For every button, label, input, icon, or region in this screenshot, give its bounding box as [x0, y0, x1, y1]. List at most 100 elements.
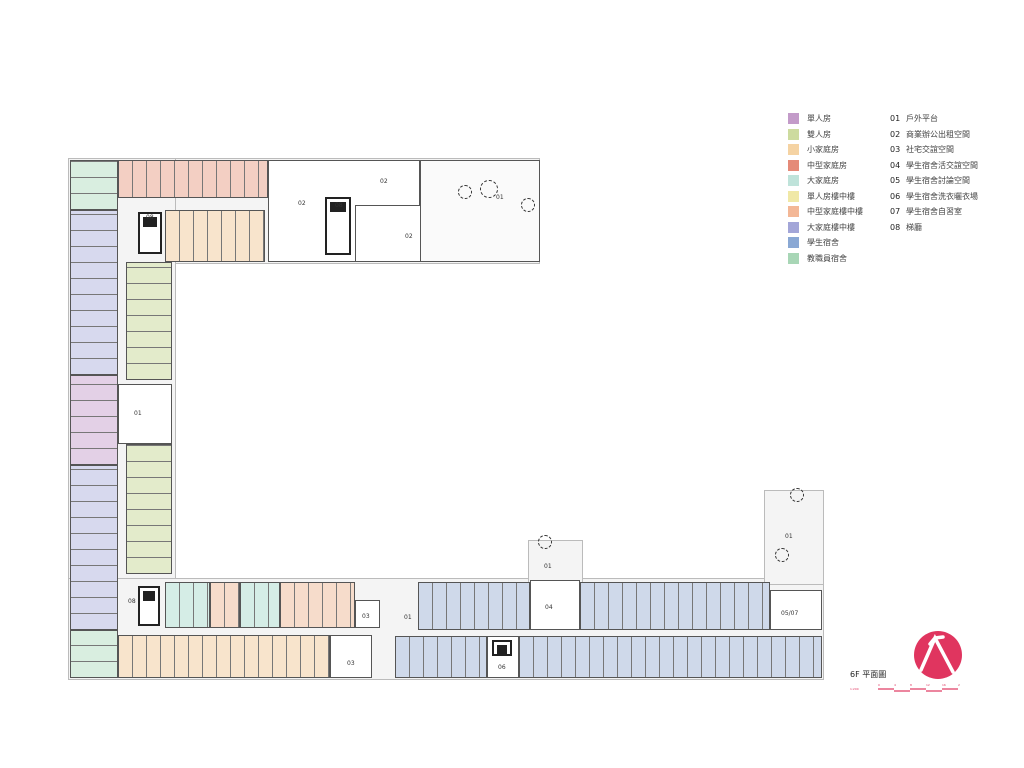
tree-icon: [521, 198, 535, 212]
legend-label: 學生宿舍活交誼空間: [906, 160, 978, 170]
tree-icon: [480, 180, 498, 198]
social-space: [355, 600, 380, 628]
student-dorm-units: [395, 636, 487, 678]
medium-family-loft: [210, 582, 240, 628]
tree-icon: [458, 185, 472, 199]
scale-ratio: 1:200: [850, 687, 859, 691]
legend-label: 中型家庭樓中樓: [807, 207, 863, 217]
student-dorm-units: [580, 582, 770, 630]
social-space: [330, 635, 372, 678]
legend-item: 學生宿舍: [788, 235, 863, 251]
legend-label: 大家庭樓中樓: [807, 222, 855, 232]
scale-tick-label: 0: [878, 683, 880, 687]
medium-family-units: [118, 160, 268, 198]
roof-garden: [420, 160, 540, 262]
small-family-units: [165, 210, 265, 262]
legend-label: 單人房樓中樓: [807, 191, 855, 201]
large-family-units: [165, 582, 210, 628]
double-room-units: [126, 262, 172, 380]
medium-family-loft: [280, 582, 355, 628]
legend-code: 03: [890, 145, 901, 155]
stair-core: [138, 586, 160, 626]
legend-item: 教職員宿舍: [788, 251, 863, 267]
legend-label: 大家庭房: [807, 176, 839, 186]
legend-label: 雙人房: [807, 129, 831, 139]
legend-item: 雙人房: [788, 127, 863, 143]
legend-item: 單人房: [788, 111, 863, 127]
small-family-units: [118, 635, 330, 678]
legend-item: 大家庭樓中樓: [788, 220, 863, 236]
legend-item: 大家庭房: [788, 173, 863, 189]
legend-swatch: [788, 252, 799, 264]
legend-label: 學生宿舍討論空間: [906, 176, 970, 186]
label-office: 02: [380, 178, 388, 185]
legend-item: 中型家庭樓中樓: [788, 204, 863, 220]
label-social: 03: [347, 660, 355, 667]
scale-bar: 1:200 048121620 M: [850, 683, 960, 692]
legend-label: 學生宿舍自習室: [906, 207, 962, 217]
legend-label: 梯廳: [906, 222, 922, 232]
legend-code: 05: [890, 176, 901, 186]
legend-swatch: [788, 190, 799, 202]
faculty-unit: [70, 630, 118, 678]
scale-tick-label: 12: [926, 683, 930, 687]
legend-item: 05 學生宿舍討論空間: [890, 173, 978, 189]
study-room: [770, 590, 822, 630]
tree-icon: [790, 488, 804, 502]
scale-tick-label: 8: [910, 683, 912, 687]
label-laundry: 06: [498, 664, 506, 671]
legend-swatch: [788, 144, 799, 156]
legend-code: 06: [890, 191, 901, 201]
legend-label: 中型家庭房: [807, 160, 847, 170]
label-office: 02: [405, 233, 413, 240]
large-family-loft-units: [70, 465, 118, 630]
legend-item: 中型家庭房: [788, 158, 863, 174]
legend-swatch: [788, 221, 799, 233]
legend-code: 01: [890, 114, 901, 124]
legend-label: 單人房: [807, 114, 831, 124]
label-terrace: 01: [785, 533, 793, 540]
label-terrace: 01: [404, 614, 412, 621]
label-office: 02: [298, 200, 306, 207]
legend-label: 商業辦公出租空間: [906, 129, 970, 139]
stair-core: [138, 212, 162, 254]
label-stair: 08: [146, 214, 154, 221]
atrium-terrace: [118, 384, 172, 444]
legend-label: 教職員宿舍: [807, 253, 847, 263]
legend-item: 02 商業辦公出租空間: [890, 127, 978, 143]
legend-item: 單人房樓中樓: [788, 189, 863, 205]
label-terrace: 01: [544, 563, 552, 570]
legend-code: 04: [890, 160, 901, 170]
scale-tick-label: 20 M: [958, 683, 960, 687]
label-stair: 08: [335, 202, 343, 209]
legend-swatch: [788, 206, 799, 218]
legend-item: 06 學生宿舍洗衣曬衣場: [890, 189, 978, 205]
faculty-unit: [70, 160, 118, 210]
plan-title: 6F 平面圖: [850, 670, 887, 679]
large-family-loft-units: [70, 210, 118, 375]
east-terrace-slab: [764, 490, 824, 585]
student-dorm-units: [519, 636, 822, 678]
label-terrace: 01: [134, 410, 142, 417]
stair-core: [325, 197, 351, 255]
label-stair: 08: [128, 598, 136, 605]
legend-swatch: [788, 175, 799, 187]
legend-item: 04 學生宿舍活交誼空間: [890, 158, 978, 174]
legend-label: 學生宿舍: [807, 238, 839, 248]
tree-icon: [538, 535, 552, 549]
legend-item: 小家庭房: [788, 142, 863, 158]
label-activity: 04: [545, 604, 553, 611]
legend-code: 07: [890, 207, 901, 217]
student-dorm-units: [418, 582, 530, 630]
single-room-units: [70, 375, 118, 465]
legend-label: 小家庭房: [807, 145, 839, 155]
scale-tick-label: 4: [894, 683, 896, 687]
legend-label: 學生宿舍洗衣曬衣場: [906, 191, 978, 201]
legend-code: 02: [890, 129, 901, 139]
student-activity-space: [530, 580, 580, 630]
legend-label: 社宅交誼空間: [906, 145, 954, 155]
double-room-units: [126, 444, 172, 574]
